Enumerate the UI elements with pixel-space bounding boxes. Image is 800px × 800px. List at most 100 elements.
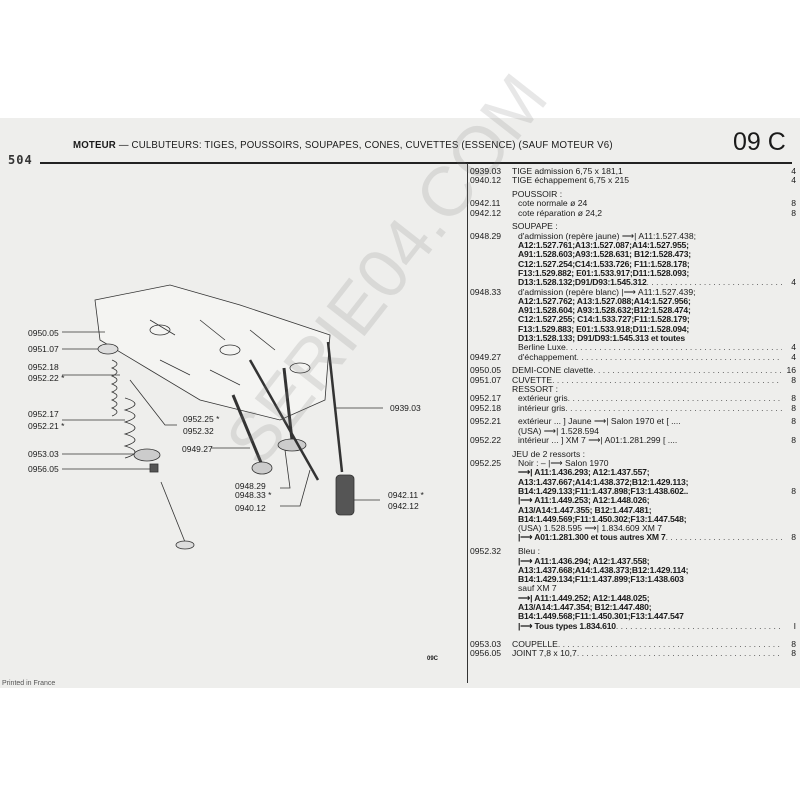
header-rule (40, 162, 792, 164)
part-number: 0939.03 (470, 166, 502, 176)
part-quantity: 8 (791, 638, 796, 649)
part-quantity: 4 (791, 277, 796, 288)
part-number (470, 612, 512, 621)
part-description: A12:1.527.761;A13:1.527.087;A14:1.527.95… (518, 240, 689, 251)
label-0952-21: 0952.21 * (28, 421, 65, 431)
part-row: sauf XM 7 (470, 584, 796, 594)
label-0952-25: 0952.25 * (183, 414, 220, 424)
part-quantity: 8 (791, 374, 796, 385)
printed-note: Printed in France (2, 680, 56, 687)
part-number: 0952.21 (470, 416, 502, 427)
part-number: 0950.05 (470, 365, 502, 376)
label-0942-11: 0942.11 * (388, 490, 424, 500)
part-quantity (782, 288, 796, 297)
part-number: 0948.33 (470, 286, 502, 297)
part-description: |⟶ A01:1.281.300 et tous autres XM 7 (518, 532, 666, 543)
part-number (470, 306, 512, 315)
part-number: 0952.22 (470, 435, 502, 446)
leader-dots (623, 167, 782, 176)
label-0952-32: 0952.32 (183, 426, 214, 436)
leader-dots (689, 269, 782, 278)
part-quantity (782, 468, 796, 477)
leader-dots (649, 594, 782, 603)
part-number (470, 487, 512, 496)
part-description: CUVETTE (512, 374, 553, 385)
part-row: C12:1.527.254;C14:1.533.726; F11:1.528.1… (470, 259, 796, 269)
part-number (470, 594, 512, 603)
part-quantity: 8 (791, 416, 796, 427)
leader-dots (577, 649, 782, 658)
part-description: B14:1.429.133;F11:1.437.898;F13:1.438.60… (518, 486, 689, 496)
part-row: 0949.27d'échappement4 (470, 351, 796, 362)
part-number (470, 250, 512, 259)
page-title: MOTEUR — CULBUTEURS: TIGES, POUSSOIRS, S… (73, 139, 613, 151)
part-description: TIGE échappement 6,75 x 215 (512, 175, 630, 186)
part-number (470, 478, 512, 487)
part-quantity: 8 (791, 532, 796, 543)
part-row: Berline Luxe4 (470, 342, 796, 353)
leader-dots (566, 343, 782, 352)
leader-dots (685, 334, 782, 343)
part-description: Berline Luxe (518, 342, 566, 353)
part-row: B14:1.429.134;F11:1.437.899;F13:1.438.60… (470, 574, 796, 584)
leader-dots (577, 353, 783, 362)
leader-dots (691, 297, 782, 306)
part-quantity (782, 575, 796, 584)
part-description: JEU de 2 ressorts : (512, 448, 586, 459)
part-quantity (782, 547, 796, 556)
leader-dots (662, 524, 782, 533)
valve-train-illustration (62, 284, 383, 550)
part-quantity (782, 222, 796, 231)
leader-dots (558, 640, 782, 649)
part-quantity (782, 325, 796, 334)
leader-dots (677, 436, 782, 445)
part-row: A13:1.437.667;A14:1.438.372;B12:1.429.11… (470, 477, 796, 487)
part-description: extérieur gris (518, 393, 568, 404)
part-description: (USA) ⟶| 1.528.594 (518, 425, 599, 436)
part-row: D13:1.528.133; D91/D93:1.545.313 et tout… (470, 333, 796, 343)
part-number (470, 496, 512, 505)
leader-dots (691, 306, 782, 315)
label-0948-33: 0948.33 * (235, 490, 272, 500)
part-row: A91:1.528.603;A93:1.528.631; B12:1.528.4… (470, 250, 796, 260)
part-description: F13:1.529.883; E01:1.533.918;D11:1.528.0… (518, 323, 690, 334)
part-quantity (782, 241, 796, 250)
label-0952-22: 0952.22 * (28, 373, 65, 383)
column-divider (467, 163, 468, 683)
part-number (470, 506, 512, 515)
title-bold: MOTEUR (73, 139, 116, 151)
part-row: (USA) 1.528.595 ⟶| 1.834.609 XM 7 (470, 523, 796, 533)
part-row: RESSORT : (470, 384, 796, 394)
part-number: 0951.07 (470, 374, 502, 385)
exploded-diagram: 0950.05 0951.07 0952.18 0952.22 * 0952.1… (0, 280, 460, 560)
part-row: 0953.03COUPELLE8 (470, 638, 796, 649)
part-quantity (782, 515, 796, 524)
part-description: SOUPAPE : (512, 221, 558, 232)
part-number (470, 584, 512, 593)
part-number (470, 334, 512, 343)
part-quantity: 4 (791, 351, 796, 362)
part-number: 0942.12 (470, 207, 502, 218)
part-description: COUPELLE (512, 638, 558, 649)
leader-dots (552, 376, 782, 385)
part-number (470, 515, 512, 524)
part-number (470, 260, 512, 269)
part-description: A13:1.437.668;A14:1.438.373;B12:1.429.11… (518, 564, 689, 575)
part-quantity (782, 594, 796, 603)
leader-dots (616, 622, 782, 631)
part-description: B14:1.449.568;F11:1.450.301;F13:1.447.54… (518, 611, 684, 622)
label-0950-05: 0950.05 (28, 328, 59, 338)
part-quantity: I (793, 620, 796, 631)
part-description: intérieur gris (518, 402, 566, 413)
part-row: ⟶| A11:1.449.252; A12:1.448.025; (470, 593, 796, 603)
label-0948-29: 0948.29 (235, 481, 266, 491)
part-description: B14:1.449.569;F11:1.450.302;F13:1.447.54… (518, 513, 687, 524)
part-quantity: 4 (791, 166, 796, 176)
leader-dots (688, 566, 782, 575)
